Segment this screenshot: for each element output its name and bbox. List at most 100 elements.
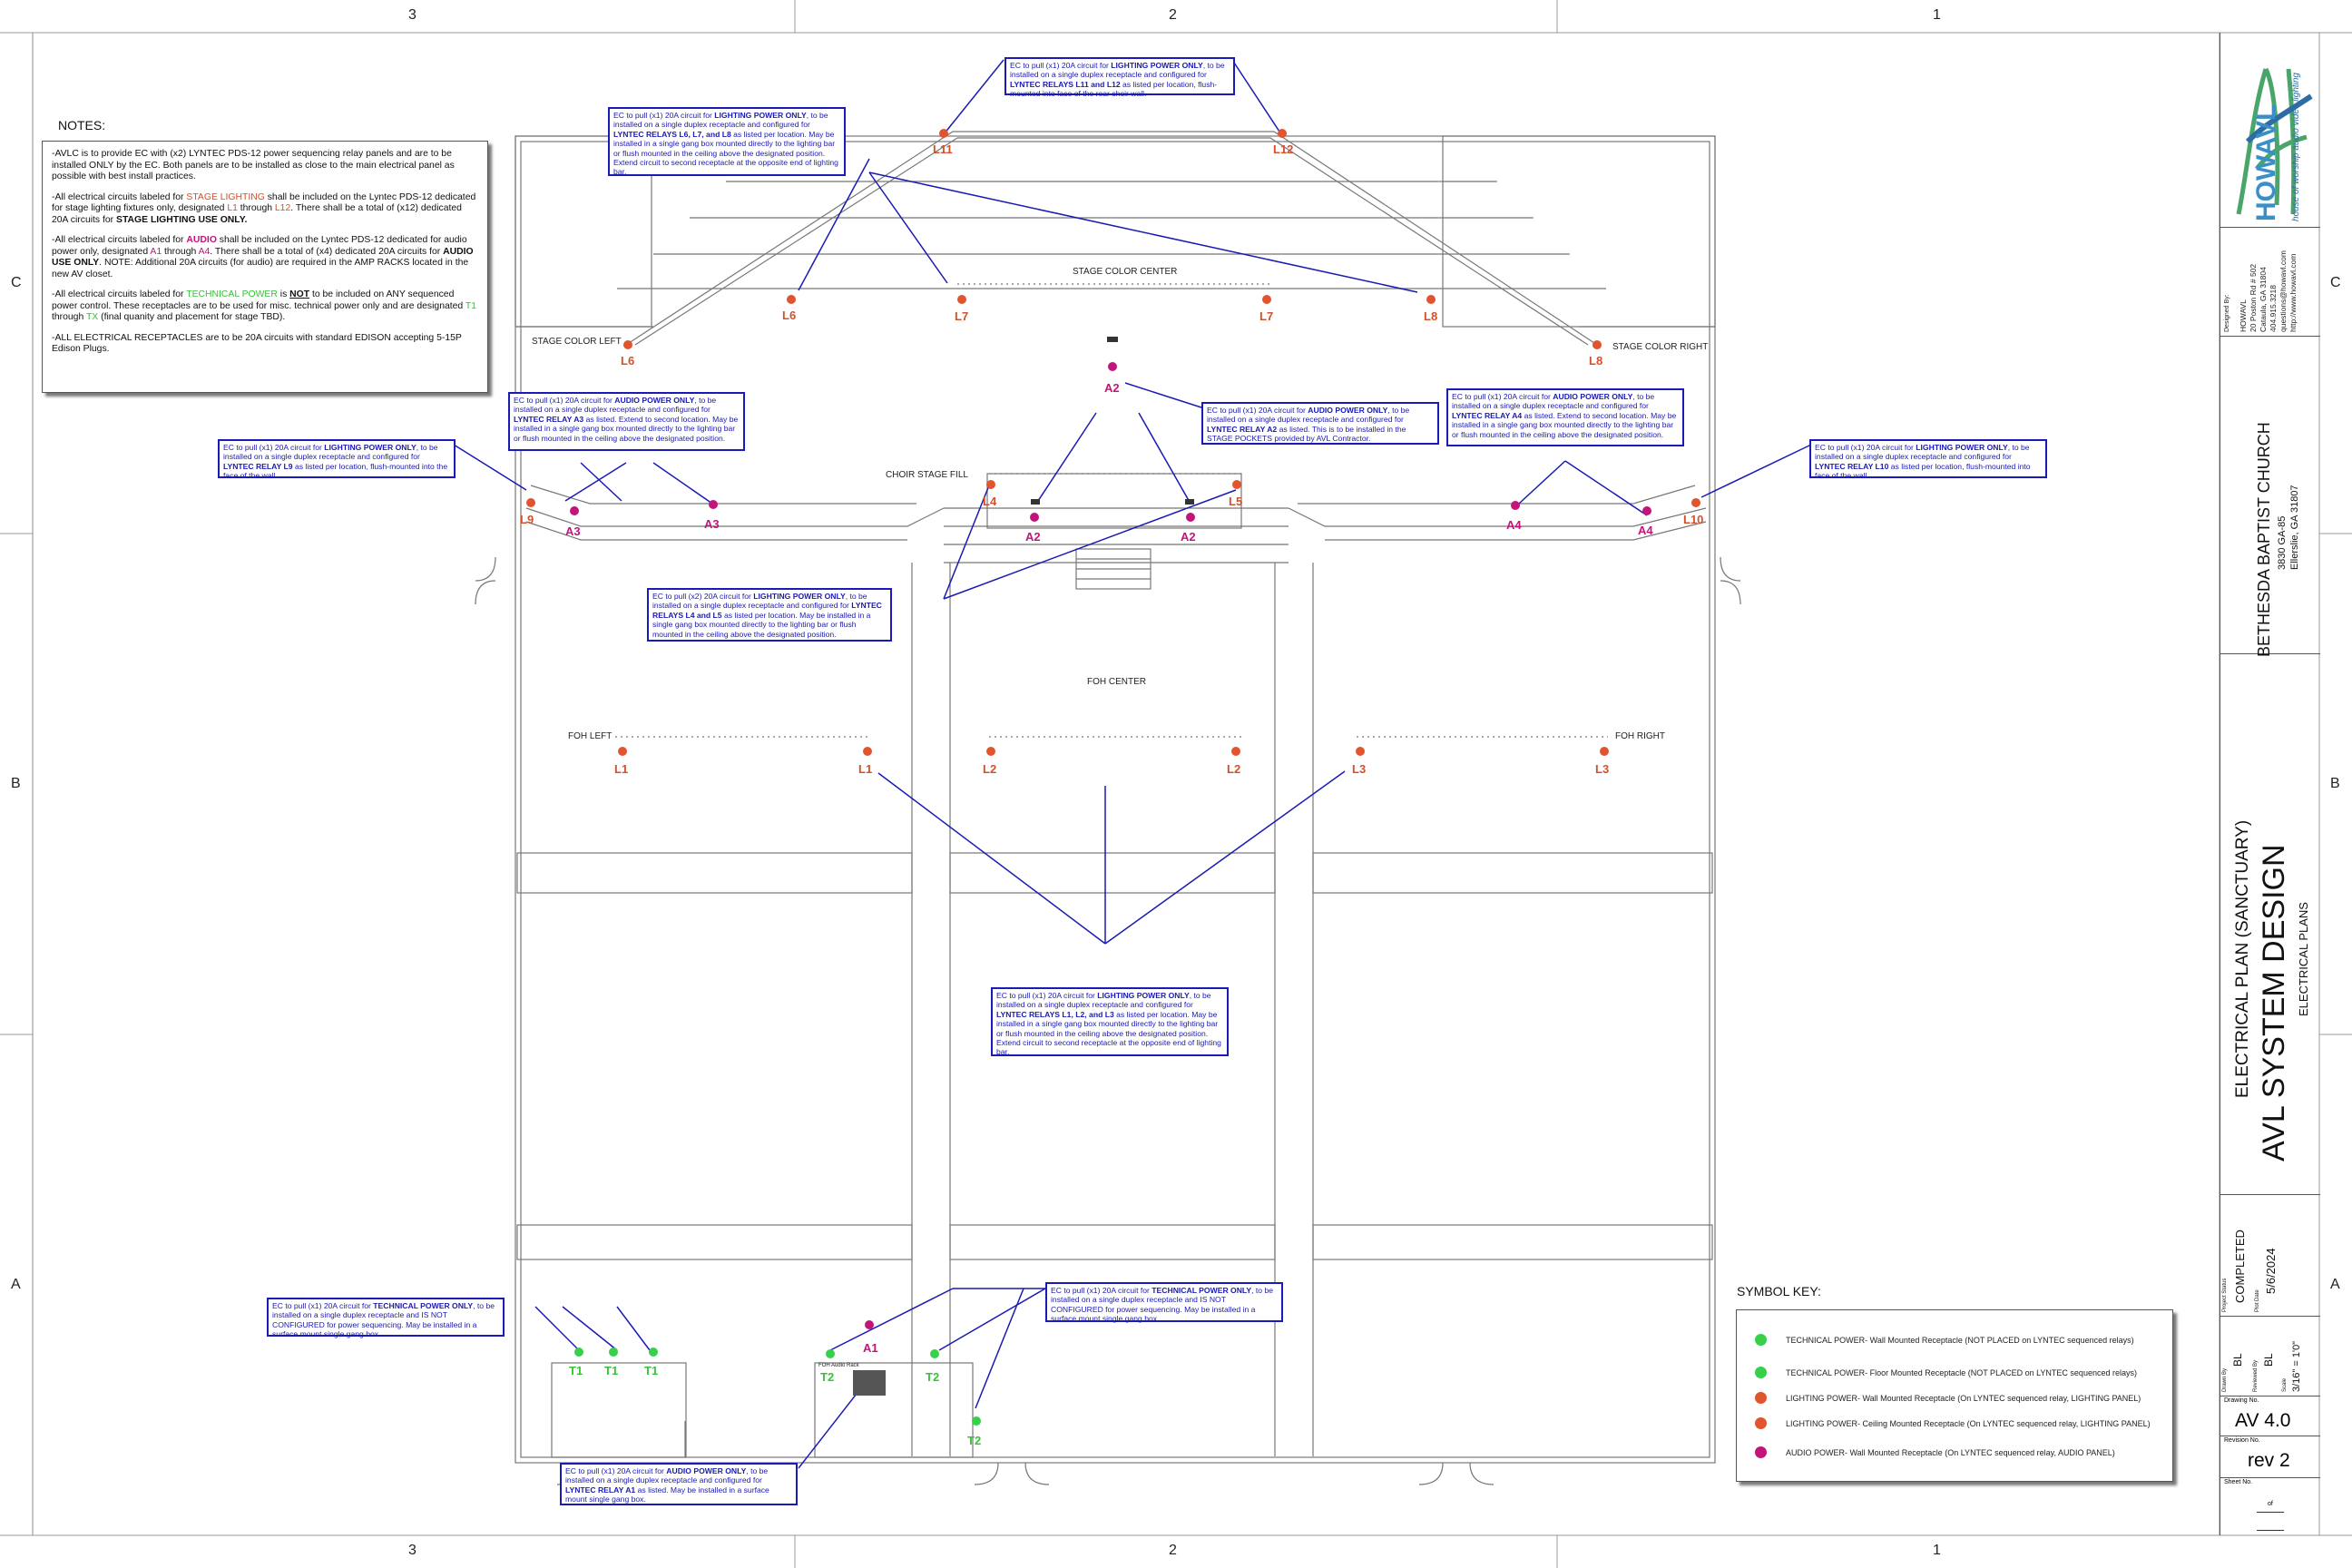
technical-floor-receptacle-icon [1755,1367,1767,1378]
grid-col-1-bottom: 1 [1933,1543,1941,1558]
grid-row-a-right: A [2330,1277,2340,1292]
symbol-key-item: LIGHTING POWER- Wall Mounted Receptacle … [1737,1390,2163,1408]
building-walls [475,131,1741,1485]
node-L1-right: L1 [858,762,873,776]
label-foh-right: FOH RIGHT [1615,731,1665,741]
label-foh-audio-rack: FOH Audio Rack [818,1363,859,1368]
node-L6: L6 [782,309,797,322]
client-info: BETHESDA BAPTIST CHURCH 3830 GA-85 Eller… [2220,336,2320,657]
receptacles [526,129,1700,1426]
node-A2-top: A2 [1104,381,1120,395]
grid-col-3-bottom: 3 [408,1543,416,1558]
node-T2: T2 [820,1370,835,1384]
callout-t1: EC to pull (x1) 20A circuit for TECHNICA… [267,1298,505,1338]
symbol-key-item: TECHNICAL POWER- Floor Mounted Receptacl… [1737,1365,2163,1383]
node-A3: A3 [565,524,581,538]
node-A4-right: A4 [1638,524,1653,537]
node-L8: L8 [1424,309,1438,323]
node-A3-right: A3 [704,517,720,531]
callout-t2: EC to pull (x1) 20A circuit for TECHNICA… [1045,1282,1283,1323]
drawn-by-area: Drawn By BL Reviewed By BL Scale 3/16" =… [2220,1316,2320,1396]
lighting-ceiling-receptacle-icon [1755,1417,1767,1429]
grid-col-3-top: 3 [408,7,416,23]
drawing-title: ELECTRICAL PLAN (SANCTUARY) [2233,819,2252,1098]
note-2: -All electrical circuits labeled for STA… [52,191,476,225]
callout-a1: EC to pull (x1) 20A circuit for AUDIO PO… [560,1463,798,1505]
node-L9: L9 [520,513,534,526]
callout-l9: EC to pull (x1) 20A circuit for LIGHTING… [218,439,456,480]
label-foh-center: FOH CENTER [1087,677,1146,687]
label-stage-color-right: STAGE COLOR RIGHT [1612,342,1709,352]
node-T1-mid: T1 [604,1364,619,1377]
node-L11: L11 [933,142,953,156]
notes-title: NOTES: [58,118,106,132]
symbol-key-item: LIGHTING POWER- Ceiling Mounted Receptac… [1737,1416,2163,1434]
node-L3-right: L3 [1595,762,1610,776]
node-L3: L3 [1352,762,1367,776]
node-A2-right: A2 [1181,530,1196,544]
node-L4: L4 [983,495,997,508]
revision-number: rev 2 [2248,1450,2290,1471]
node-T1: T1 [569,1364,583,1377]
node-L8-right: L8 [1589,354,1603,368]
callout-l11-l12: EC to pull (x1) 20A circuit for LIGHTING… [1004,57,1235,98]
howavl-logo-icon [2236,67,2313,215]
symbol-key-panel: TECHNICAL POWER- Wall Mounted Receptacle… [1736,1309,2173,1482]
node-L2: L2 [983,762,997,776]
node-L1: L1 [614,762,629,776]
node-A4: A4 [1506,518,1522,532]
grid-row-b-left: B [11,776,21,791]
logo-tagline: house of worship audio video lighting [2291,73,2301,221]
callout-l10: EC to pull (x1) 20A circuit for LIGHTING… [1809,439,2047,480]
title-block: HOWAVL house of worship audio video ligh… [2220,33,2320,1535]
callout-l4-l5: EC to pull (x2) 20A circuit for LIGHTING… [647,588,892,642]
system-title: AVL SYSTEM DESIGN [2257,844,2291,1161]
node-A1: A1 [863,1341,878,1355]
grid-row-b-right: B [2330,776,2340,791]
designer-info: Designed By: HOWAVL 20 Poston Rd # 502 C… [2220,227,2320,337]
callout-l1-l3: EC to pull (x1) 20A circuit for LIGHTING… [991,987,1229,1056]
symbol-key-item: TECHNICAL POWER- Wall Mounted Receptacle… [1737,1332,2163,1350]
note-3: -All electrical circuits labeled for AUD… [52,235,474,279]
label-foh-left: FOH LEFT [568,731,612,741]
label-stage-color-left: STAGE COLOR LEFT [532,337,622,347]
symbol-key-item: AUDIO POWER- Wall Mounted Receptacle (On… [1737,1445,2163,1463]
revision-area: Revision No. rev 2 [2220,1436,2320,1478]
node-T1-right: T1 [644,1364,659,1377]
callout-a3: EC to pull (x1) 20A circuit for AUDIO PO… [508,392,745,451]
node-L2-right: L2 [1227,762,1241,776]
logo-text: HOWAVL [2251,103,2281,221]
note-5: -ALL ELECTRICAL RECEPTACLES are to be 20… [52,332,462,355]
label-stage-color-center: STAGE COLOR CENTER [1073,267,1178,277]
note-4: -All electrical circuits labeled for TEC… [52,289,477,322]
grid-row-a-left: A [11,1277,21,1292]
node-L5: L5 [1229,495,1243,508]
audio-wall-receptacle-icon [1755,1446,1767,1458]
node-L12: L12 [1273,142,1294,156]
node-A2-left: A2 [1025,530,1041,544]
leader-lines [453,59,1812,1469]
callout-a4: EC to pull (x1) 20A circuit for AUDIO PO… [1446,388,1684,446]
grid-col-2-bottom: 2 [1169,1543,1177,1558]
node-L10: L10 [1683,513,1704,526]
node-L6-left: L6 [621,354,635,368]
sheet-number-area: Sheet No. of [2220,1477,2320,1535]
status-area: Project Status COMPLETED Plot Date 5/6/2… [2220,1194,2320,1317]
node-T2-mid: T2 [926,1370,940,1384]
technical-wall-receptacle-icon [1755,1334,1767,1346]
grid-row-c-right: C [2330,275,2341,290]
logo-area: HOWAVL house of worship audio video ligh… [2220,33,2320,228]
note-1: -AVLC is to provide EC with (x2) LYNTEC … [52,149,455,181]
drawing-number-area: Drawing No. AV 4.0 [2220,1396,2320,1436]
symbol-key-title: SYMBOL KEY: [1737,1284,1821,1298]
callout-a2: EC to pull (x1) 20A circuit for AUDIO PO… [1201,402,1439,445]
grid-row-c-left: C [11,275,22,290]
node-L7: L7 [955,309,969,323]
label-choir-stage-fill: CHOIR STAGE FILL [886,470,968,480]
node-T2-right: T2 [967,1434,982,1447]
callout-l6-l8: EC to pull (x1) 20A circuit for LIGHTING… [608,107,846,176]
notes-panel: -AVLC is to provide EC with (x2) LYNTEC … [42,141,488,393]
node-L7-right: L7 [1259,309,1274,323]
drawing-number: AV 4.0 [2235,1410,2291,1431]
